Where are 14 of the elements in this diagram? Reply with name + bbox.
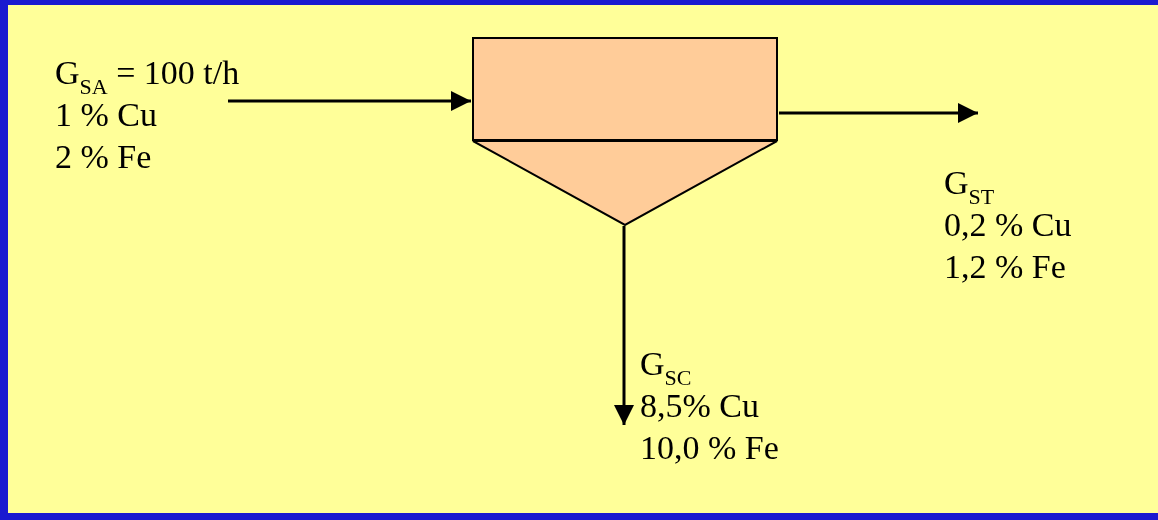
stream-label: G$_{ST}$ [944, 163, 995, 204]
arrow [228, 91, 471, 111]
arrow [614, 226, 634, 425]
stream-label: 8,5% Cu [640, 386, 759, 426]
stream-label: 1 % Cu [55, 95, 157, 135]
stream-label: 0,2 % Cu [944, 205, 1072, 245]
stream-label: G$_{SC}$ [640, 344, 692, 385]
stream-label: 2 % Fe [55, 137, 152, 177]
stream-label: G$_{SA}$ = 100 t/h [55, 53, 240, 94]
stream-label: 10,0 % Fe [640, 428, 779, 468]
cell-box [472, 37, 778, 141]
funnel-triangle [472, 141, 778, 226]
stream-label: 1,2 % Fe [944, 247, 1066, 287]
arrow [779, 103, 978, 123]
